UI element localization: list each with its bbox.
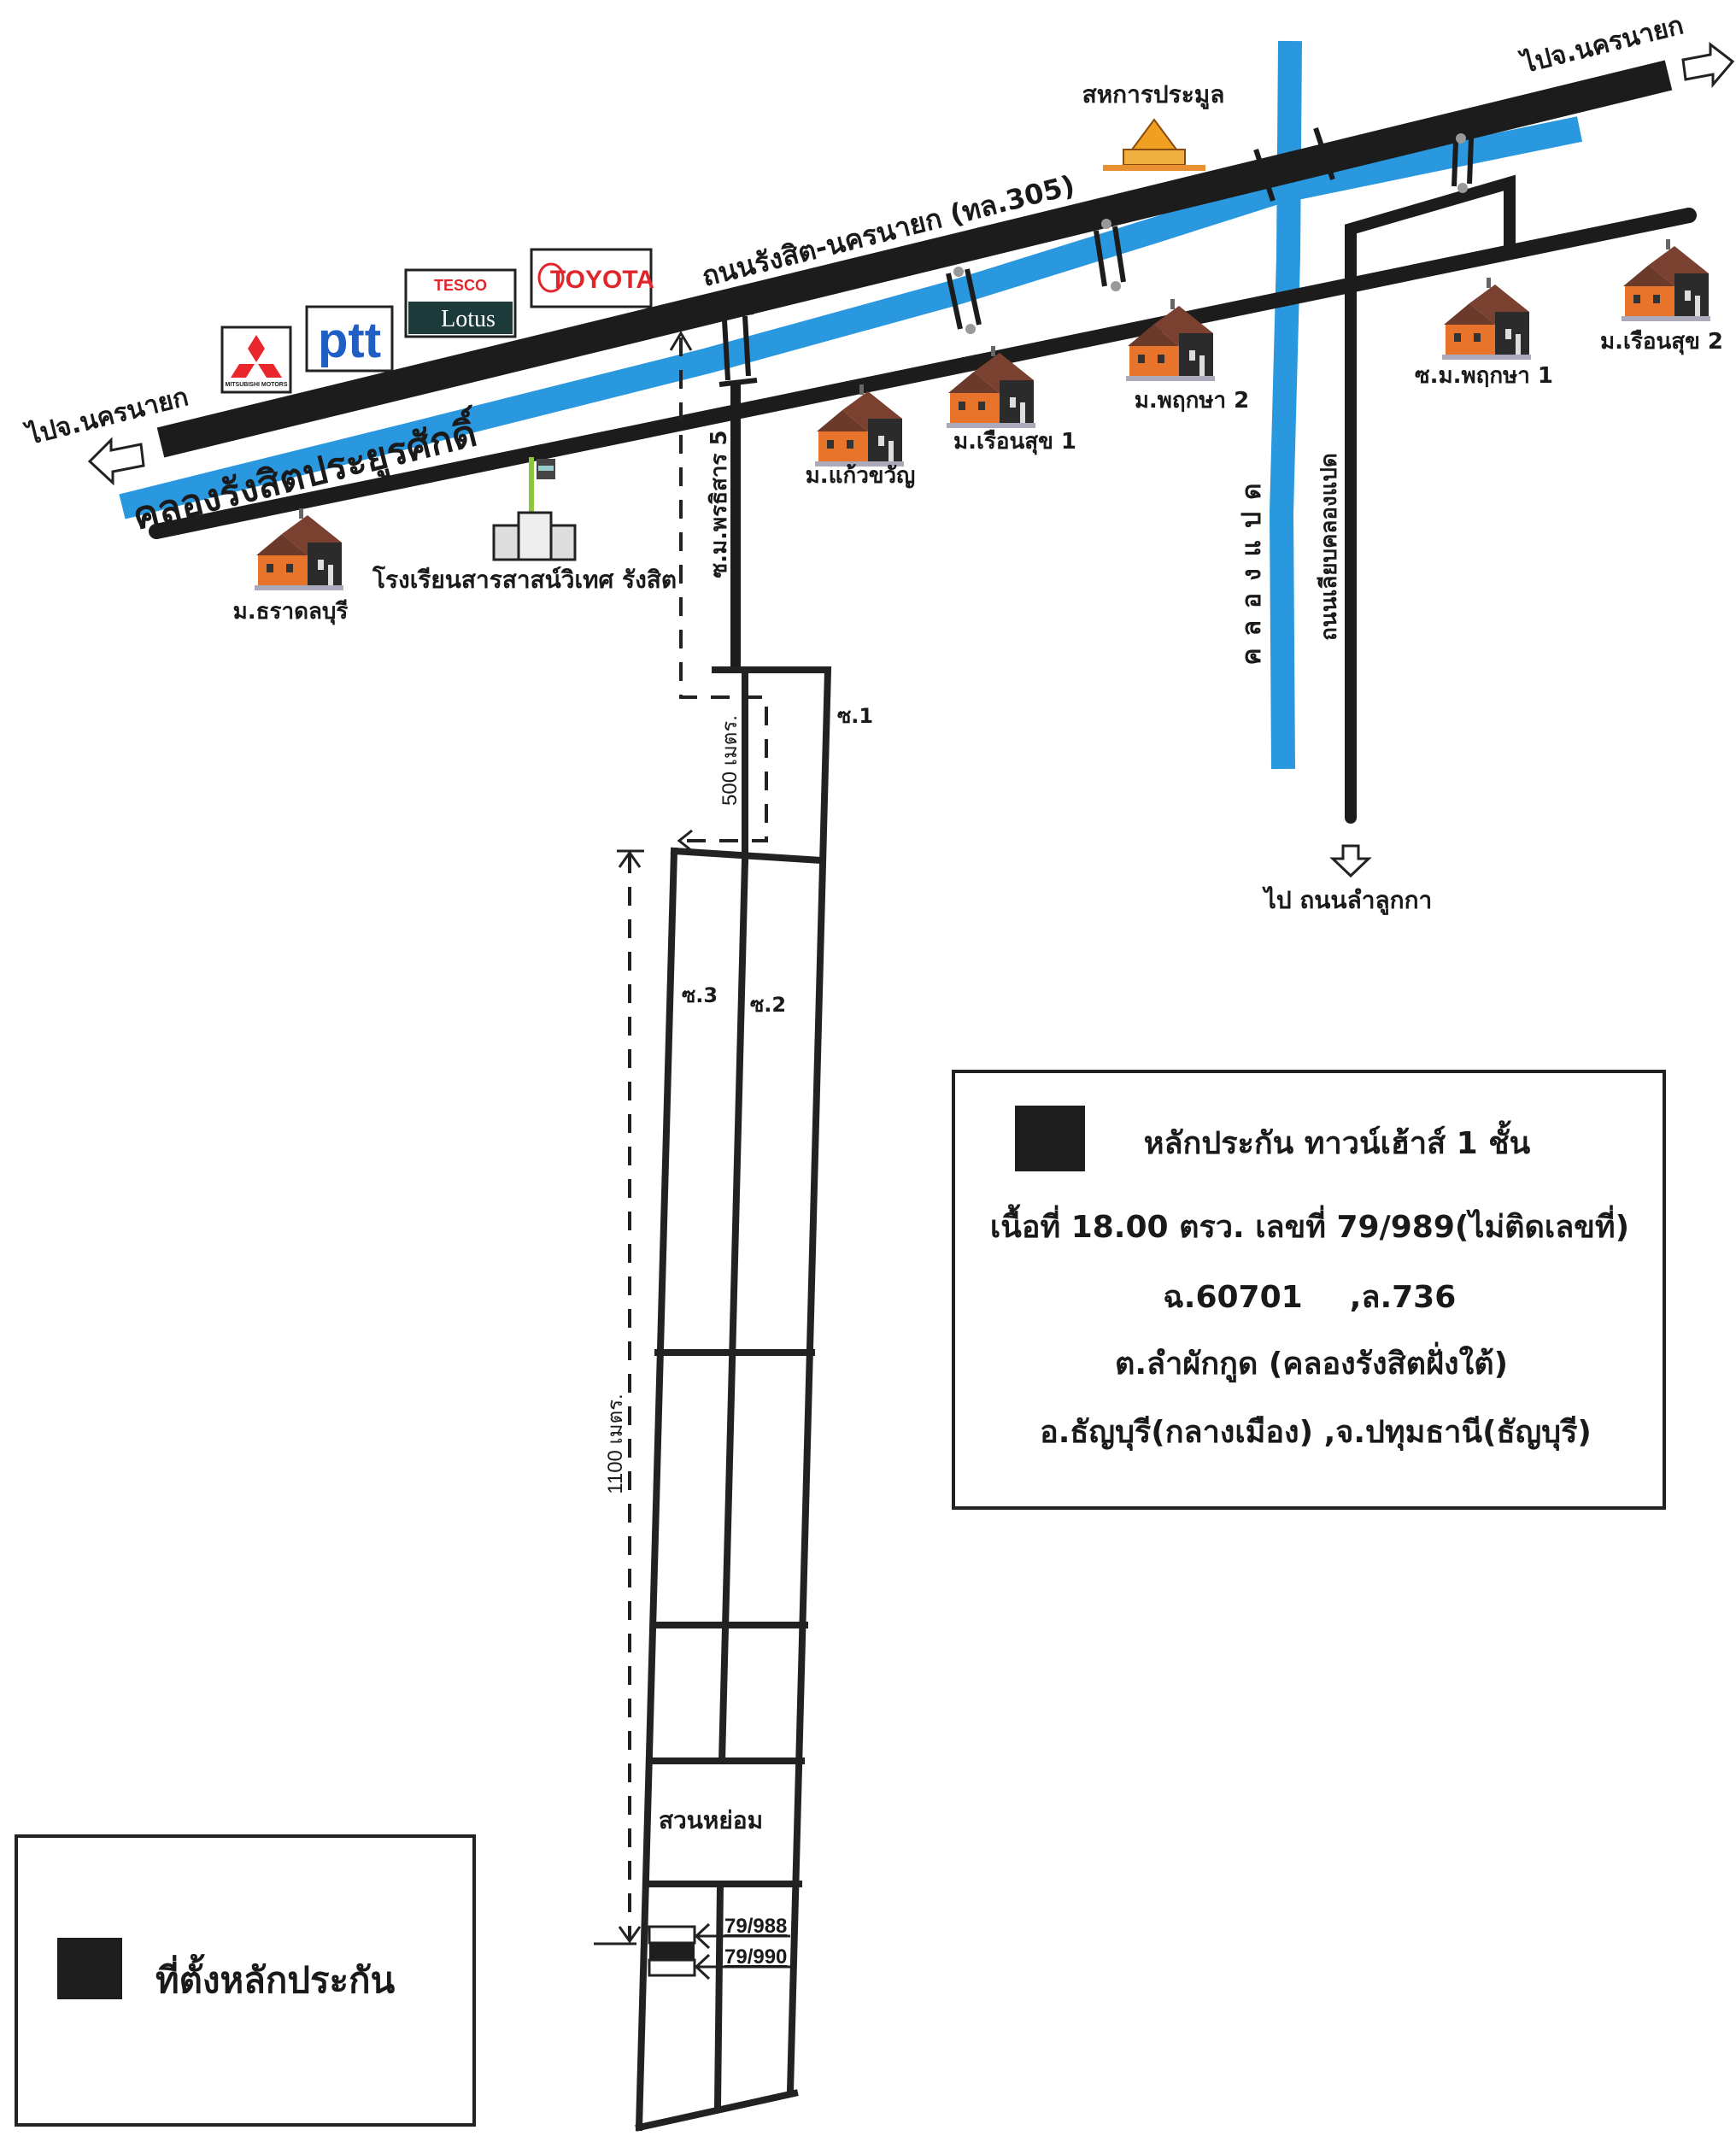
dimension-1100m <box>594 849 644 1945</box>
svg-text:Lotus: Lotus <box>441 306 496 332</box>
info-title: หลักประกัน ทาวน์เฮ้าส์ 1 ชั้น <box>1144 1120 1531 1161</box>
ptt-logo: ptt <box>305 305 394 373</box>
collateral-marker-icon <box>1015 1106 1085 1171</box>
soi-1-label: ซ.1 <box>837 704 873 728</box>
park-label: สวนหย่อม <box>659 1806 763 1834</box>
soi-road-label: ซ.ม.พรธิสาร 5 <box>707 430 732 578</box>
svg-text:ptt: ptt <box>318 313 381 368</box>
info-subdistrict: ต.ลำผักกูด (คลองรังสิตฝั่งใต้) <box>1115 1341 1508 1383</box>
khlong-8-label: คลองแปด <box>1237 472 1267 666</box>
khlong-8-road <box>1345 174 1516 824</box>
bridges <box>715 127 1474 387</box>
info-area: เนื้อที่ 18.00 ตรว. เลขที่ 79/989(ไม่ติด… <box>990 1204 1629 1245</box>
house-icon <box>1622 239 1710 321</box>
school-icon <box>492 457 577 561</box>
bridge-icon <box>1094 219 1126 291</box>
tharadol-label: ม.ธราดลบุรี <box>233 599 349 625</box>
svg-text:MITSUBISHI MOTORS: MITSUBISHI MOTORS <box>226 382 288 388</box>
rangsit-nakhon-nayok-road <box>156 60 1673 458</box>
info-deed-no: ฉ.60701 <box>1163 1280 1302 1315</box>
dimension-500m-label: 500 เมตร. <box>718 715 742 806</box>
info-district: อ.ธัญบุรี(กลางเมือง) ,จ.ปทุมธานี(ธัญบุรี… <box>1040 1415 1592 1452</box>
canal-crossing-icon <box>1253 127 1335 202</box>
temple-icon <box>1103 118 1205 171</box>
sahakarn-label: สหการประมูล <box>1082 80 1225 109</box>
bridge-icon <box>715 309 758 387</box>
collateral-units <box>648 1922 790 1980</box>
svg-text:TOYOTA: TOYOTA <box>550 266 654 294</box>
svg-text:TESCO: TESCO <box>434 277 487 294</box>
legend-marker-icon <box>57 1938 122 1999</box>
ruansuk1-label: ม.เรือนสุข 1 <box>953 429 1076 455</box>
dimension-500m <box>669 331 768 853</box>
subdivision-plots <box>635 666 832 2132</box>
legend-box: ที่ตั้งหลักประกัน <box>15 1834 476 2127</box>
school-label: โรงเรียนสารสาสน์วิเทศ รังสิต <box>372 565 677 594</box>
frontage-road <box>149 208 1697 539</box>
to-lam-luk-ka-label: ไป ถนนลำลูกกา <box>1262 886 1433 915</box>
unit-label-79-990: 79/990 <box>724 1945 787 1969</box>
kaewkwan-label: ม.แก้วขวัญ <box>806 463 916 489</box>
arrow-down-icon <box>1329 844 1372 878</box>
house-icon <box>255 508 343 590</box>
unit-label-79-988: 79/988 <box>724 1915 787 1938</box>
mitsubishi-logo: MITSUBISHI MOTORS <box>220 326 292 394</box>
bridge-icon <box>946 267 982 334</box>
collateral-unit-highlight <box>649 1943 695 1960</box>
legend-label: ที่ตั้งหลักประกัน <box>155 1953 396 2001</box>
soi-2-label: ซ.2 <box>750 993 786 1017</box>
collateral-info-box: หลักประกัน ทาวน์เฮ้าส์ 1 ชั้น เนื้อที่ 1… <box>952 1070 1666 1510</box>
toyota-logo: TOYOTA <box>530 248 654 308</box>
dimension-1100m-label: 1100 เมตร. <box>604 1394 627 1493</box>
bridge-icon <box>1452 133 1474 193</box>
house-icon <box>1442 278 1531 360</box>
tesco-lotus-logo: TESCO Lotus <box>404 268 517 338</box>
arrow-right-icon <box>1681 41 1735 89</box>
soi-3-label: ซ.3 <box>682 983 718 1007</box>
khlong-8-canal <box>1269 40 1302 770</box>
info-land-no: ,ล.736 <box>1350 1280 1457 1315</box>
pruksa2-label: ม.พฤกษา 2 <box>1135 388 1250 414</box>
pruksa1-label: ซ.ม.พฤกษา 1 <box>1415 363 1553 389</box>
khlong-8-road-label: ถนนเลียบคลองแปด <box>1317 453 1342 641</box>
ruansuk2-label: ม.เรือนสุข 2 <box>1600 329 1723 355</box>
arrow-left-icon <box>87 437 145 486</box>
